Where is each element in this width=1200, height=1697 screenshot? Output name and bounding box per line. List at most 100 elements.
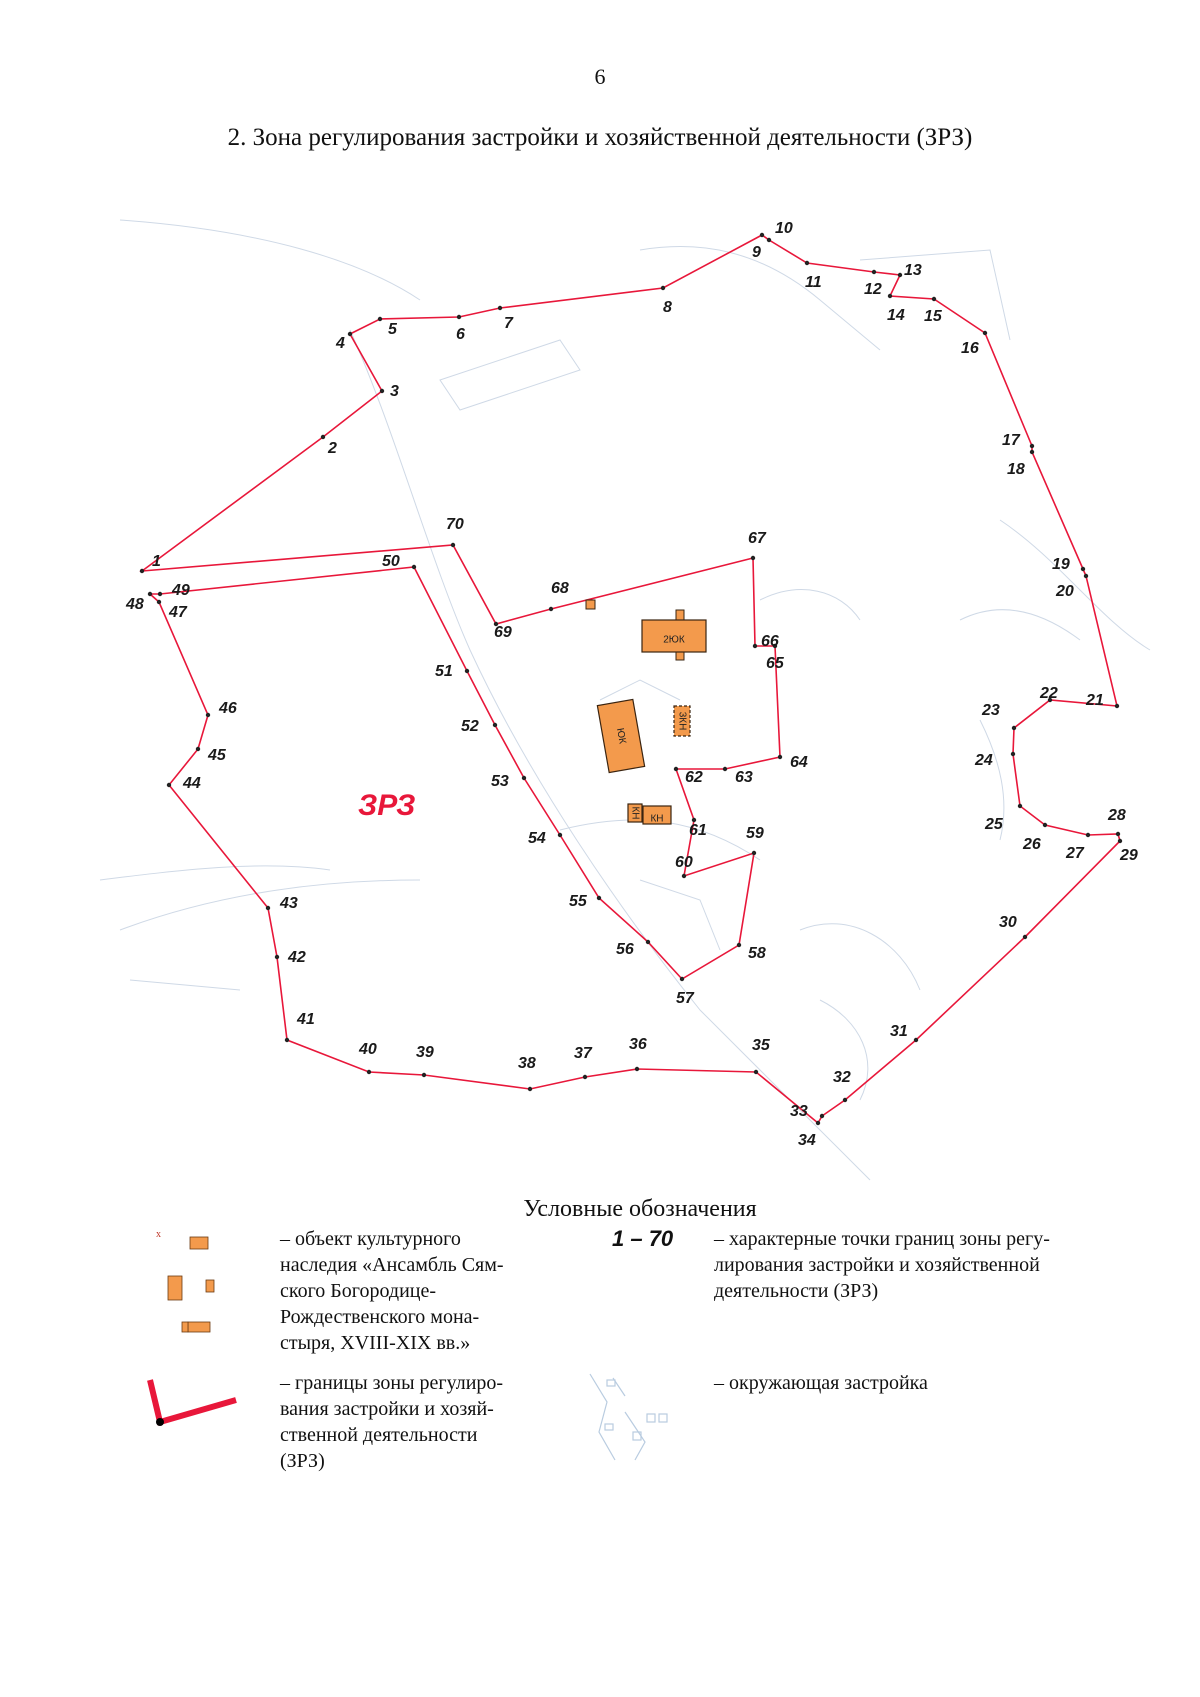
boundary-point-label-37: 37 <box>574 1045 593 1062</box>
boundary-point-label-59: 59 <box>746 825 764 842</box>
boundary-point-label-11: 11 <box>805 274 822 291</box>
legend-points-text: – характерные точки границ зоны регу- ли… <box>714 1228 1050 1302</box>
boundary-point-6 <box>456 314 462 320</box>
boundary-point-label-62: 62 <box>685 769 703 786</box>
boundary-point-label-32: 32 <box>833 1069 851 1086</box>
street-line <box>799 923 921 991</box>
boundary-point-label-46: 46 <box>218 700 237 717</box>
boundary-point-38 <box>527 1086 533 1092</box>
building-5: КН <box>627 803 643 823</box>
boundary-point-25 <box>1017 803 1023 809</box>
building-label: 3КН <box>676 712 687 731</box>
street-line <box>859 249 1011 341</box>
boundary-point-14 <box>887 293 893 299</box>
boundary-point-label-57: 57 <box>676 990 695 1007</box>
boundary-point-label-24: 24 <box>974 752 993 769</box>
boundary-point-label-61: 61 <box>689 822 707 839</box>
boundary-point-label-49: 49 <box>171 582 190 599</box>
boundary-point-18 <box>1029 449 1035 455</box>
boundary-point-23 <box>1011 725 1017 731</box>
boundary-point-label-35: 35 <box>752 1037 771 1054</box>
boundary-point-label-36: 36 <box>629 1036 647 1053</box>
street-line <box>599 679 681 701</box>
boundary-point-50 <box>411 564 417 570</box>
boundary-point-56 <box>645 939 651 945</box>
boundary-point-9 <box>759 232 765 238</box>
boundary-point-45 <box>195 746 201 752</box>
boundary-point-17 <box>1029 443 1035 449</box>
boundary-point-label-12: 12 <box>864 281 882 298</box>
street-line <box>349 329 871 1181</box>
boundary-point-label-52: 52 <box>461 718 479 735</box>
boundary-point-29 <box>1117 838 1123 844</box>
boundary-point-47 <box>156 599 162 605</box>
building-2: ЮК <box>596 698 646 774</box>
boundary-point-2 <box>320 434 326 440</box>
page-title: 2. Зона регулирования застройки и хозяйс… <box>227 124 973 151</box>
boundary-point-label-16: 16 <box>961 340 979 357</box>
boundary-points <box>139 232 1123 1126</box>
boundary-point-20 <box>1083 573 1089 579</box>
boundary-point-label-21: 21 <box>1085 692 1104 709</box>
boundary-point-label-34: 34 <box>798 1132 816 1149</box>
street-line <box>819 999 869 1101</box>
boundary-point-label-60: 60 <box>675 854 693 871</box>
boundary-point-66 <box>752 643 758 649</box>
street-line <box>119 879 421 931</box>
boundary-point-label-15: 15 <box>924 308 943 325</box>
boundary-point-65 <box>772 643 778 649</box>
boundary-point-37 <box>582 1074 588 1080</box>
boundary-point-28 <box>1115 831 1121 837</box>
street-line <box>959 609 1081 641</box>
boundary-point-label-28: 28 <box>1107 807 1126 824</box>
boundary-point-label-68: 68 <box>551 580 569 597</box>
boundary-point-label-67: 67 <box>748 530 767 547</box>
boundary-point-label-13: 13 <box>904 262 922 279</box>
boundary-point-label-18: 18 <box>1007 461 1025 478</box>
boundary-point-label-29: 29 <box>1119 847 1138 864</box>
boundary-point-27 <box>1085 832 1091 838</box>
small-building <box>585 599 596 610</box>
boundary-point-15 <box>931 296 937 302</box>
boundary-point-label-31: 31 <box>890 1023 908 1040</box>
boundary-point-label-14: 14 <box>887 307 905 324</box>
boundary-point-68 <box>548 606 554 612</box>
boundary-point-31 <box>913 1037 919 1043</box>
street-line <box>999 519 1151 651</box>
boundary-point-4 <box>347 331 353 337</box>
boundary-line-icon <box>147 1379 237 1426</box>
boundary-point-13 <box>897 272 903 278</box>
boundary-point-61 <box>691 817 697 823</box>
boundary-point-label-5: 5 <box>388 321 398 338</box>
boundary-point-67 <box>750 555 756 561</box>
boundary-point-label-20: 20 <box>1055 583 1074 600</box>
street-line <box>759 589 861 621</box>
boundary-point-33 <box>819 1113 825 1119</box>
legend-point-range: 1 – 70 <box>612 1226 674 1251</box>
boundary-point-label-63: 63 <box>735 769 753 786</box>
boundary-point-label-3: 3 <box>390 383 399 400</box>
boundary-point-label-27: 27 <box>1065 845 1085 862</box>
boundary-point-label-9: 9 <box>752 244 761 261</box>
boundary-point-62 <box>673 766 679 772</box>
boundary-point-57 <box>679 976 685 982</box>
boundary-point-label-4: 4 <box>335 335 345 352</box>
boundary-point-label-7: 7 <box>504 315 514 332</box>
boundary-point-label-54: 54 <box>528 830 546 847</box>
boundary-point-label-33: 33 <box>790 1103 808 1120</box>
boundary-point-label-6: 6 <box>456 326 465 343</box>
building-label: 2ЮК <box>663 635 685 646</box>
street-line <box>439 339 581 411</box>
boundary-point-label-58: 58 <box>748 945 766 962</box>
boundary-point-8 <box>660 285 666 291</box>
boundary-point-label-70: 70 <box>446 516 464 533</box>
street-line <box>639 879 721 951</box>
boundary-point-32 <box>842 1097 848 1103</box>
boundary-point-label-10: 10 <box>775 220 793 237</box>
zone-label: ЗРЗ <box>358 789 415 822</box>
boundary-point-label-39: 39 <box>416 1044 434 1061</box>
building-1: 2ЮК <box>641 609 707 661</box>
heritage-object-icon: x <box>156 1229 215 1333</box>
building-3: 3КН <box>673 705 691 737</box>
